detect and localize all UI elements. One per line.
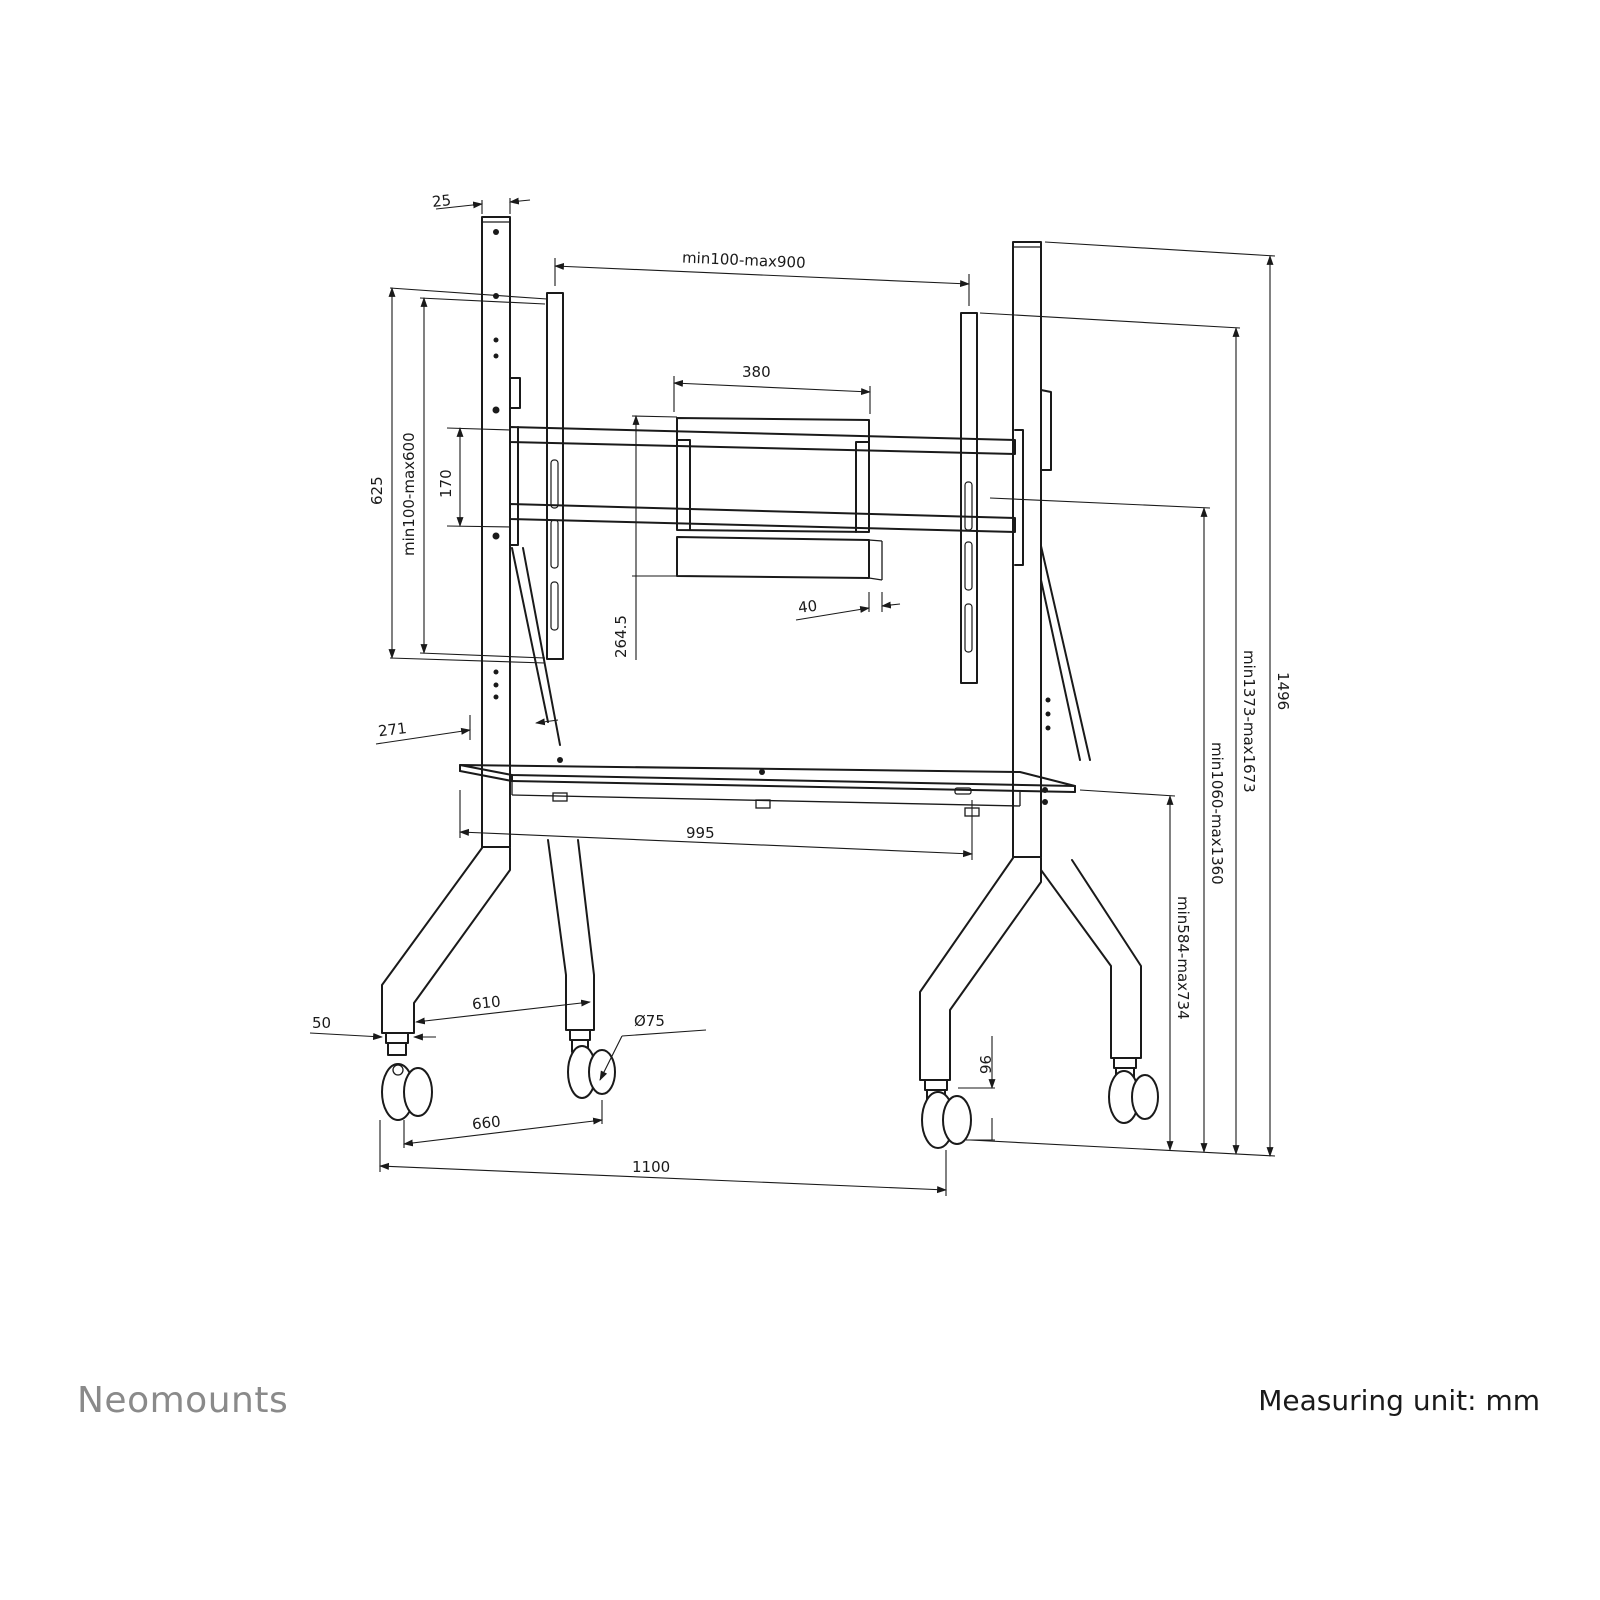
dim-75: Ø75: [634, 1012, 665, 1030]
dim-170: 170: [437, 469, 455, 498]
dim-96: 96: [976, 1055, 994, 1074]
dim-380: 380: [742, 363, 771, 381]
brand-logo: Neomounts: [77, 1380, 289, 1421]
dim-min584-max734: min584-max734: [1174, 896, 1192, 1020]
dim-25: 25: [431, 191, 452, 211]
dimension-labels: 25 min100-max900 380 625 min100-max600 1…: [312, 191, 1292, 1176]
mount-rails: [509, 426, 1024, 566]
dim-50: 50: [312, 1014, 331, 1032]
casters: [381, 1029, 1159, 1149]
center-adapter-plate: [676, 417, 883, 581]
dim-660: 660: [471, 1112, 501, 1133]
dim-1100: 1100: [632, 1158, 670, 1176]
right-vesa-arm: [960, 312, 978, 684]
shelf: [459, 757, 1076, 817]
measuring-unit-note: Measuring unit: mm: [1258, 1384, 1540, 1417]
left-vesa-arm: [546, 292, 564, 660]
dim-1496: 1496: [1274, 672, 1292, 710]
dim-40: 40: [797, 597, 818, 617]
cart-frame: [381, 216, 1159, 1149]
dim-min1060-max1360: min1060-max1360: [1208, 742, 1226, 885]
dim-625: 625: [368, 476, 386, 505]
dim-995: 995: [686, 824, 715, 842]
dim-610: 610: [471, 992, 501, 1013]
dim-271: 271: [377, 719, 408, 740]
right-column-holes: [1042, 697, 1051, 805]
dim-min100-max600: min100-max600: [400, 432, 418, 556]
dim-264-5: 264.5: [612, 615, 630, 658]
dim-min100-max900: min100-max900: [682, 248, 806, 271]
left-column-holes: [492, 229, 500, 700]
upper-braces: [511, 545, 1091, 761]
dimension-lines: [309, 197, 1276, 1196]
dim-min1373-max1673: min1373-max1673: [1240, 650, 1258, 793]
